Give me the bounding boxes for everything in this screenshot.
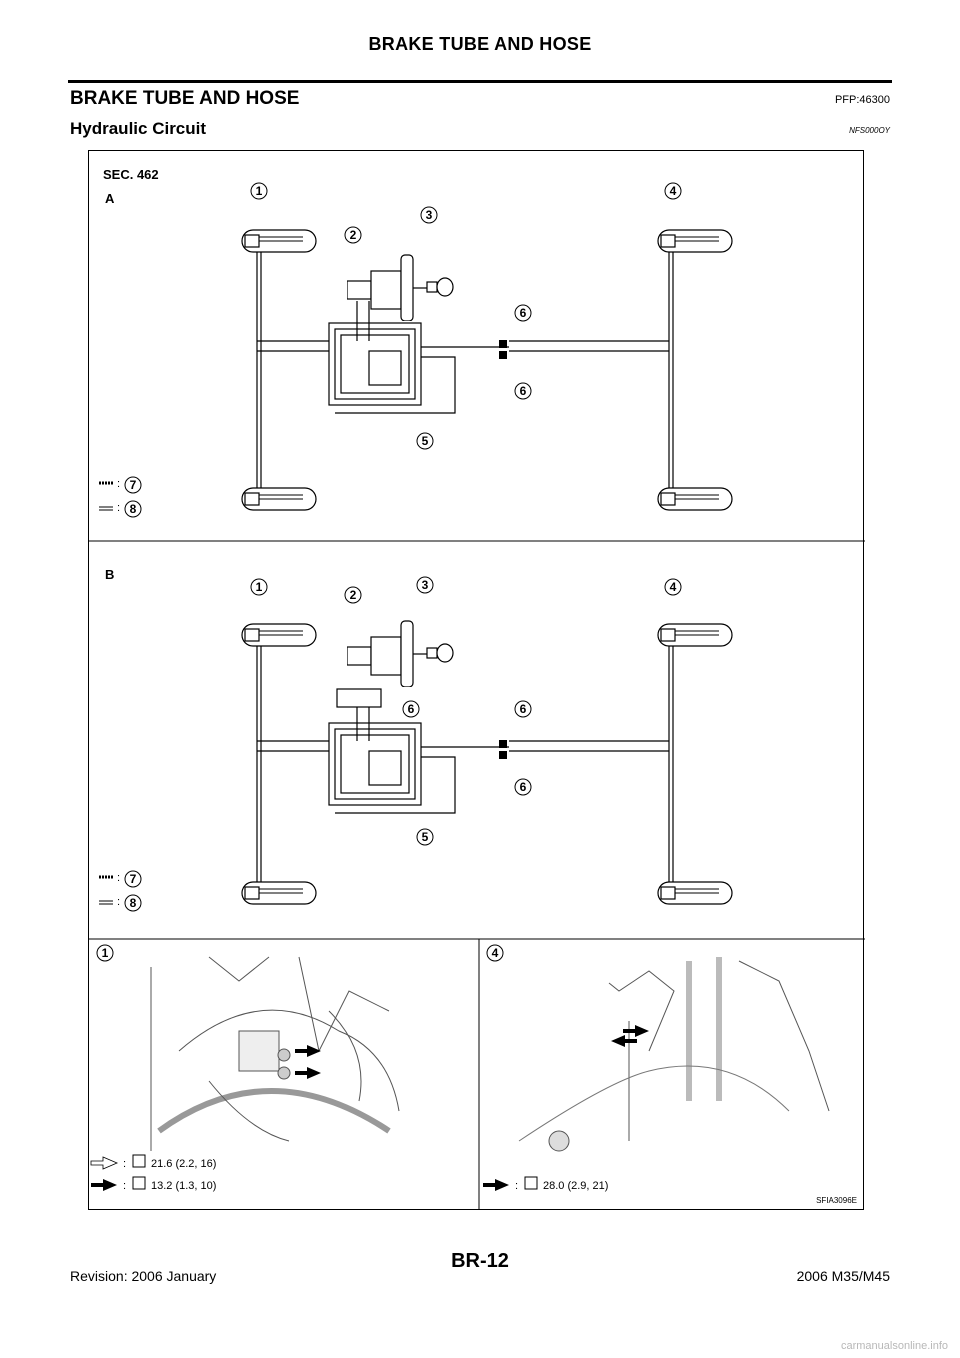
callout-4-b: 4 xyxy=(670,580,677,594)
footer-revision: Revision: 2006 January xyxy=(70,1268,217,1284)
legend-colon-7b: : xyxy=(117,872,120,884)
torque-colon-1a: : xyxy=(123,1158,126,1170)
callout-5-b: 5 xyxy=(422,830,429,844)
connector-a-upper xyxy=(499,340,507,348)
legend-colon-8b: : xyxy=(117,896,120,908)
wheel-front-left-a xyxy=(241,229,317,253)
watermark: carmanualsonline.info xyxy=(840,1340,948,1352)
wheel-rear-left-b xyxy=(241,881,317,905)
header-rule xyxy=(68,80,892,83)
torque-symbol-solid-arrow xyxy=(91,1179,117,1191)
sec-label: SEC. 462 xyxy=(103,167,159,182)
legend-colon-7a: : xyxy=(117,478,120,490)
arrow-detail-4-left xyxy=(611,1035,637,1047)
callout-5-a: 5 xyxy=(422,434,429,448)
section-title: BRAKE TUBE AND HOSE xyxy=(70,88,300,109)
callout-1-a: 1 xyxy=(256,184,263,198)
detail-1-callout: 1 xyxy=(102,946,109,960)
panel-b-callouts: 1 2 3 4 5 6 6 6 7 8 xyxy=(124,576,682,912)
callout-3-a: 3 xyxy=(426,208,433,222)
section-code: PFP:46300 xyxy=(834,94,890,106)
arrow-detail-1-lower xyxy=(295,1067,321,1079)
arrow-detail-1-upper xyxy=(295,1045,321,1057)
wrench-icon xyxy=(132,1176,146,1190)
torque-1a-value: 21.6 (2.2, 16) xyxy=(151,1158,216,1170)
legend-7-a: 7 xyxy=(130,478,137,492)
master-cylinder-b xyxy=(347,620,454,687)
panel-b-schematic xyxy=(256,639,674,885)
torque-1b-value: 13.2 (1.3, 10) xyxy=(151,1180,216,1192)
connector-a-lower xyxy=(499,351,507,359)
torque-symbol-hollow-arrow xyxy=(90,1156,119,1170)
figure-code: SFIA3096E xyxy=(816,1196,857,1205)
arrow-detail-4-right xyxy=(623,1025,649,1037)
panel-a-label: A xyxy=(105,191,115,206)
footer-page-number: BR-12 xyxy=(451,1250,509,1272)
callout-4-a: 4 xyxy=(670,184,677,198)
legend-7-b: 7 xyxy=(130,872,137,886)
wrench-icon xyxy=(524,1176,538,1190)
wheel-front-right-b xyxy=(657,623,733,647)
callout-6-b-upper: 6 xyxy=(520,702,527,716)
hydraulic-circuit-figure: SEC. 462 A 1 2 3 4 5 6 6 7 8 xyxy=(88,150,865,1210)
wheel-front-right-a xyxy=(657,229,733,253)
panel-b-label: B xyxy=(105,567,114,582)
panel-a-callouts: 1 2 3 4 5 6 6 7 8 xyxy=(124,182,682,518)
detail-4-callout: 4 xyxy=(492,946,499,960)
wheel-rear-right-b xyxy=(657,881,733,905)
torque-colon-4: : xyxy=(515,1180,518,1192)
wheel-front-left-b xyxy=(241,623,317,647)
running-header: BRAKE TUBE AND HOSE xyxy=(368,34,592,54)
wheel-rear-right-a xyxy=(657,487,733,511)
legend-8-b: 8 xyxy=(130,896,137,910)
torque-colon-1b: : xyxy=(123,1180,126,1192)
callout-3-b: 3 xyxy=(422,578,429,592)
callout-6-a-lower: 6 xyxy=(520,384,527,398)
connector-b-upper xyxy=(499,740,507,748)
subsection-code: NFS000OY xyxy=(849,126,890,135)
callout-6-a-upper: 6 xyxy=(520,306,527,320)
wheel-rear-left-a xyxy=(241,487,317,511)
wrench-icon xyxy=(132,1154,146,1168)
footer-model: 2006 M35/M45 xyxy=(796,1268,890,1284)
callout-6-b-lower: 6 xyxy=(520,780,527,794)
torque-4-value: 28.0 (2.9, 21) xyxy=(543,1180,608,1192)
detail-4-illustration xyxy=(518,957,830,1152)
callout-6-b-master: 6 xyxy=(408,702,415,716)
callout-2-b: 2 xyxy=(350,588,357,602)
callout-1-b: 1 xyxy=(256,580,263,594)
callout-2-a: 2 xyxy=(350,228,357,242)
connector-b-lower xyxy=(499,751,507,759)
torque-symbol-solid-arrow-4 xyxy=(483,1179,509,1191)
legend-8-a: 8 xyxy=(130,502,137,516)
detail-1-illustration xyxy=(150,956,400,1151)
panel-a-schematic xyxy=(256,245,674,491)
legend-colon-8a: : xyxy=(117,502,120,514)
subsection-title: Hydraulic Circuit xyxy=(70,119,207,138)
master-cylinder-a xyxy=(347,254,454,321)
